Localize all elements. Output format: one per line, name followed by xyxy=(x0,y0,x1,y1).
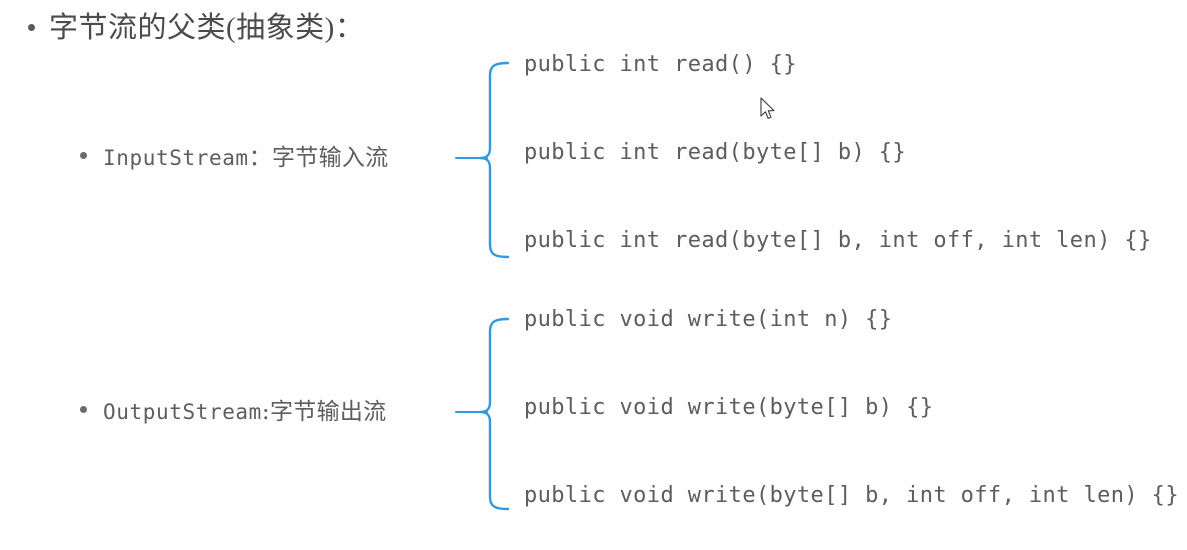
connector-stem-inputstream xyxy=(455,157,488,159)
bullet-icon xyxy=(80,152,87,159)
page-title: 字节流的父类(抽象类)： xyxy=(28,8,364,48)
class-desc-inputstream: ：字节输入流 xyxy=(248,145,389,171)
class-name-inputstream: InputStream xyxy=(103,146,249,170)
code-block-outputstream-methods: public void write(int n) {} public void … xyxy=(524,303,1179,513)
code-line: public void write(byte[] b, int off, int… xyxy=(524,483,1179,508)
code-line: public void write(byte[] b) {} xyxy=(524,395,934,420)
list-item-label: InputStream：字节输入流 xyxy=(103,142,389,174)
curly-brace-icon-inputstream xyxy=(478,60,512,260)
code-block-inputstream-methods: public int read() {} public int read(byt… xyxy=(524,48,1152,258)
class-desc-outputstream: :字节输出流 xyxy=(261,399,387,425)
connector-stem-outputstream xyxy=(455,411,488,413)
curly-brace-icon-outputstream xyxy=(478,316,512,512)
code-line: public int read(byte[] b) {} xyxy=(524,140,907,165)
bullet-icon xyxy=(80,406,87,413)
list-item-label: OutputStream:字节输出流 xyxy=(103,396,386,428)
code-line: public int read(byte[] b, int off, int l… xyxy=(524,228,1152,253)
code-line: public int read() {} xyxy=(524,52,797,77)
list-item-outputstream: OutputStream:字节输出流 xyxy=(80,396,386,428)
page-title-text: 字节流的父类(抽象类)： xyxy=(49,12,365,44)
bullet-icon xyxy=(28,24,35,31)
class-name-outputstream: OutputStream xyxy=(103,400,262,424)
list-item-inputstream: InputStream：字节输入流 xyxy=(80,142,389,174)
code-line: public void write(int n) {} xyxy=(524,307,893,332)
